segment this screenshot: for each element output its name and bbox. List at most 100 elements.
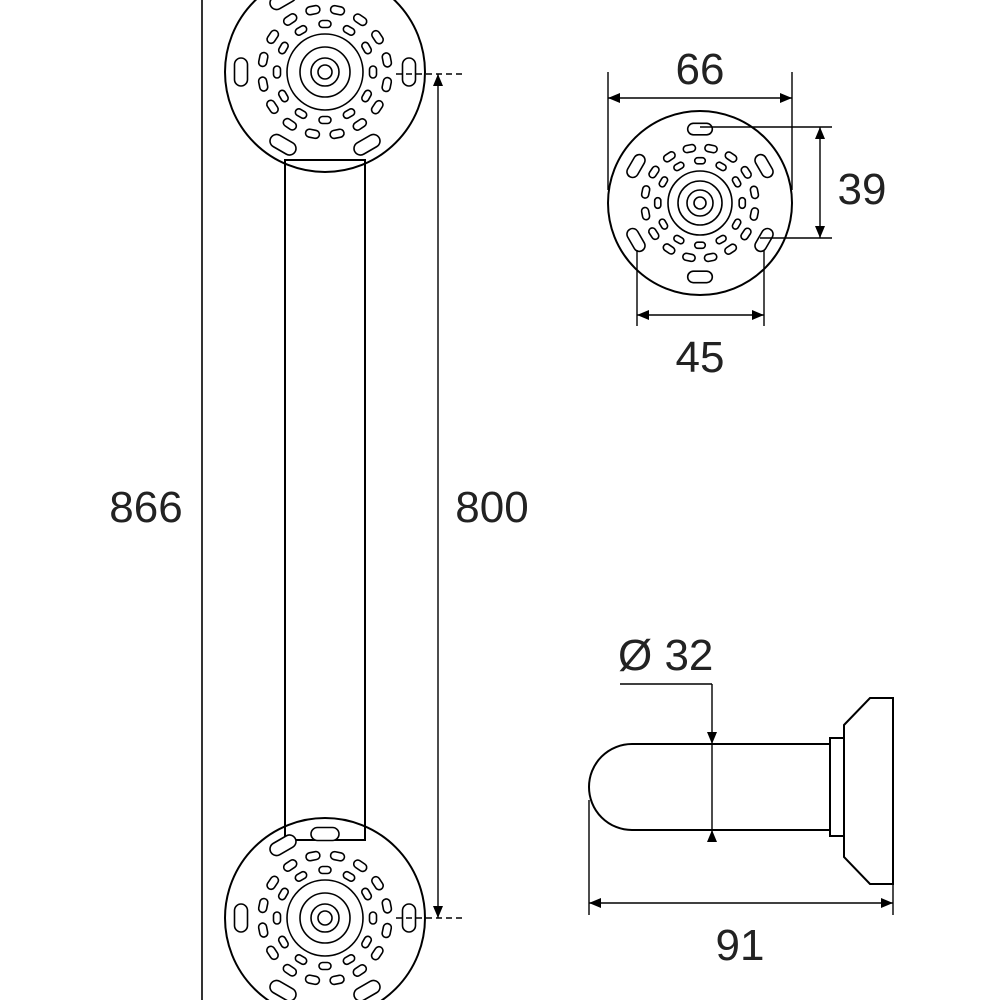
mounting-slot [269, 834, 297, 857]
vent-slot [361, 935, 373, 949]
vent-slot [682, 143, 697, 154]
mounting-slot [626, 227, 646, 253]
mounting-slot [626, 153, 646, 179]
bar-tube [284, 159, 366, 841]
vent-slot [342, 24, 356, 36]
vent-slot [277, 887, 289, 901]
vent-slot [329, 4, 346, 16]
vent-slot [693, 156, 707, 165]
vent-slot [342, 954, 356, 966]
flange-detail-view: 66 39 45 [607, 45, 887, 382]
vent-slot [673, 161, 685, 172]
vent-slot [266, 29, 280, 45]
mounting-slot [353, 133, 381, 156]
vent-slot [266, 945, 279, 961]
vent-slot [352, 859, 368, 873]
hole-spacing-horizontal-label: 45 [676, 333, 725, 382]
vent-slot [342, 108, 356, 120]
vent-slot [272, 65, 282, 79]
side-flange [843, 697, 894, 885]
vent-slot [731, 176, 742, 188]
vent-slot [740, 165, 752, 179]
vent-slot [304, 128, 321, 140]
vent-slot [371, 875, 384, 891]
vent-slot [724, 151, 738, 163]
vent-slot [318, 865, 332, 875]
vent-slot [294, 108, 308, 120]
vent-slot [318, 19, 332, 29]
center-distance-label: 800 [455, 483, 528, 532]
flange-detail-rosette [626, 122, 774, 284]
vent-slot [257, 922, 269, 938]
side-collar [829, 737, 845, 837]
vent-slot [352, 964, 368, 977]
tube-diameter-label: Ø 32 [618, 631, 713, 680]
mounting-slot [353, 979, 381, 1000]
vent-slot [381, 922, 393, 939]
vent-slot [329, 850, 346, 862]
vent-slot [703, 252, 718, 263]
vent-slot [662, 151, 676, 163]
vent-slot [648, 165, 660, 179]
top-flange-rosette [233, 0, 417, 156]
vent-slot [305, 4, 321, 16]
vent-slot [361, 89, 373, 103]
vent-slot [282, 963, 298, 977]
vent-slot [294, 24, 308, 36]
vent-slot [740, 227, 752, 241]
vent-slot [318, 115, 332, 125]
vent-slot [272, 911, 282, 925]
vent-slot [731, 218, 742, 230]
mounting-slot [269, 133, 297, 156]
vent-slot [368, 911, 378, 925]
mounting-slot [269, 979, 297, 1000]
vent-slot [682, 252, 696, 263]
vent-slot [704, 143, 718, 154]
vent-slot [282, 13, 298, 26]
vent-slot [257, 897, 269, 914]
vent-slot [352, 118, 368, 131]
front-view: 866 800 [98, 0, 540, 1000]
vent-slot [715, 234, 727, 245]
vent-slot [724, 243, 738, 255]
top-flange [224, 0, 426, 173]
bottom-flange [224, 817, 426, 1000]
vent-slot [381, 898, 393, 914]
mounting-slot [686, 122, 714, 136]
vent-slot [749, 185, 760, 200]
mounting-slot [686, 270, 714, 284]
bottom-flange-rosette [233, 826, 417, 1000]
vent-slot [282, 859, 298, 872]
vent-slot [381, 76, 393, 93]
vent-slot [266, 99, 279, 115]
side-tube [588, 743, 830, 831]
side-view: Ø 32 91 [588, 631, 894, 970]
projection-label: 91 [716, 921, 765, 970]
vent-slot [257, 51, 269, 68]
mounting-slot [754, 153, 774, 179]
hole-spacing-vertical-label: 39 [838, 165, 887, 214]
mounting-slot [754, 227, 774, 253]
vent-slot [277, 41, 289, 55]
vent-slot [361, 41, 373, 55]
vent-slot [329, 128, 345, 140]
vent-slot [658, 176, 669, 188]
mounting-slot [233, 57, 249, 87]
mounting-slot [401, 57, 417, 87]
vent-slot [653, 196, 662, 210]
vent-slot [282, 117, 298, 131]
vent-slot [266, 875, 280, 891]
vent-slot [304, 974, 321, 986]
vent-slot [318, 961, 332, 971]
vent-slot [342, 870, 356, 882]
vent-slot [715, 161, 727, 172]
mounting-slot [233, 903, 249, 933]
vent-slot [329, 974, 345, 986]
vent-slot [640, 185, 651, 199]
overall-length-label: 866 [109, 483, 182, 532]
vent-slot [662, 243, 676, 255]
flange-width-label: 66 [676, 45, 725, 94]
vent-slot [277, 89, 289, 103]
vent-slot [277, 935, 289, 949]
vent-slot [371, 29, 384, 45]
